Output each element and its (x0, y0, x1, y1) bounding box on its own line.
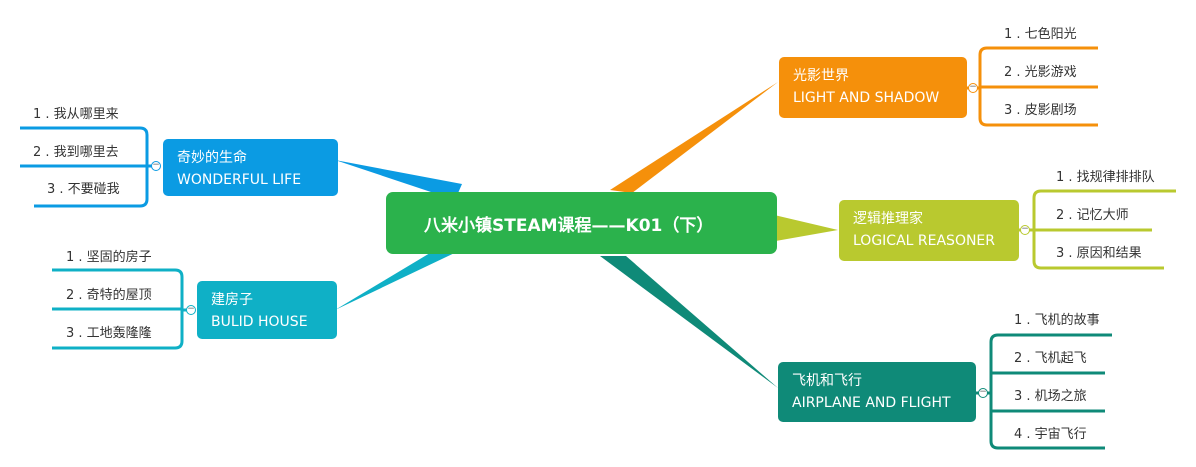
collapse-toggle-wonderful[interactable]: − (151, 160, 161, 171)
topic-light-shadow-zh: 光影世界 (793, 68, 849, 84)
topic-logical-reasoner[interactable]: 逻辑推理家 LOGICAL REASONER (839, 200, 1019, 261)
leaf-wonderful-2[interactable]: 2 . 我到哪里去 (33, 145, 119, 160)
topic-build-house[interactable]: 建房子 BULID HOUSE (197, 281, 337, 339)
collapse-toggle-house[interactable]: − (186, 304, 196, 315)
topic-logical-reasoner-en: LOGICAL REASONER (853, 233, 996, 249)
topic-build-house-en: BULID HOUSE (211, 314, 308, 330)
topic-airplane-flight[interactable]: 飞机和飞行 AIRPLANE AND FLIGHT (778, 362, 976, 422)
leaf-wonderful-3[interactable]: 3 . 不要碰我 (47, 182, 120, 197)
leaf-house-1[interactable]: 1 . 坚固的房子 (66, 250, 152, 265)
branch-logic (770, 214, 838, 242)
leaf-logic-3[interactable]: 3 . 原因和结果 (1056, 246, 1142, 261)
leaf-flight-3[interactable]: 3 . 机场之旅 (1014, 389, 1087, 404)
topic-airplane-flight-zh: 飞机和飞行 (792, 373, 862, 389)
branch-house (335, 238, 465, 310)
collapse-toggle-flight[interactable]: − (978, 387, 988, 398)
topic-light-shadow[interactable]: 光影世界 LIGHT AND SHADOW (779, 57, 967, 118)
root-title: 八米小镇STEAM课程——K01（下） (424, 215, 714, 236)
topic-airplane-flight-en: AIRPLANE AND FLIGHT (792, 395, 951, 411)
branch-flight (600, 256, 778, 388)
branch-light (610, 82, 778, 193)
topic-wonderful-life-zh: 奇妙的生命 (177, 150, 247, 166)
topic-build-house-zh: 建房子 (211, 292, 253, 308)
topic-wonderful-life-en: WONDERFUL LIFE (177, 172, 302, 188)
leaf-house-2[interactable]: 2 . 奇特的屋顶 (66, 288, 152, 303)
collapse-toggle-light[interactable]: − (968, 82, 978, 93)
leaf-light-1[interactable]: 1 . 七色阳光 (1004, 27, 1077, 42)
topic-logical-reasoner-zh: 逻辑推理家 (853, 211, 923, 227)
topic-light-shadow-en: LIGHT AND SHADOW (793, 90, 940, 106)
leaf-logic-1[interactable]: 1 . 找规律排排队 (1056, 170, 1155, 185)
leaf-flight-4[interactable]: 4 . 宇宙飞行 (1014, 427, 1087, 442)
leaf-flight-2[interactable]: 2 . 飞机起飞 (1014, 351, 1087, 366)
leaf-logic-2[interactable]: 2 . 记忆大师 (1056, 208, 1129, 223)
leaf-house-3[interactable]: 3 . 工地轰隆隆 (66, 326, 152, 341)
leaf-light-2[interactable]: 2 . 光影游戏 (1004, 65, 1077, 80)
root-topic[interactable]: 八米小镇STEAM课程——K01（下） (386, 192, 777, 254)
leaf-flight-1[interactable]: 1 . 飞机的故事 (1014, 313, 1100, 328)
topic-wonderful-life[interactable]: 奇妙的生命 WONDERFUL LIFE (163, 139, 338, 196)
leaf-wonderful-1[interactable]: 1 . 我从哪里来 (33, 107, 119, 122)
collapse-toggle-logic[interactable]: − (1020, 224, 1030, 235)
branch-wonderful (335, 160, 462, 200)
leaf-light-3[interactable]: 3 . 皮影剧场 (1004, 103, 1077, 118)
